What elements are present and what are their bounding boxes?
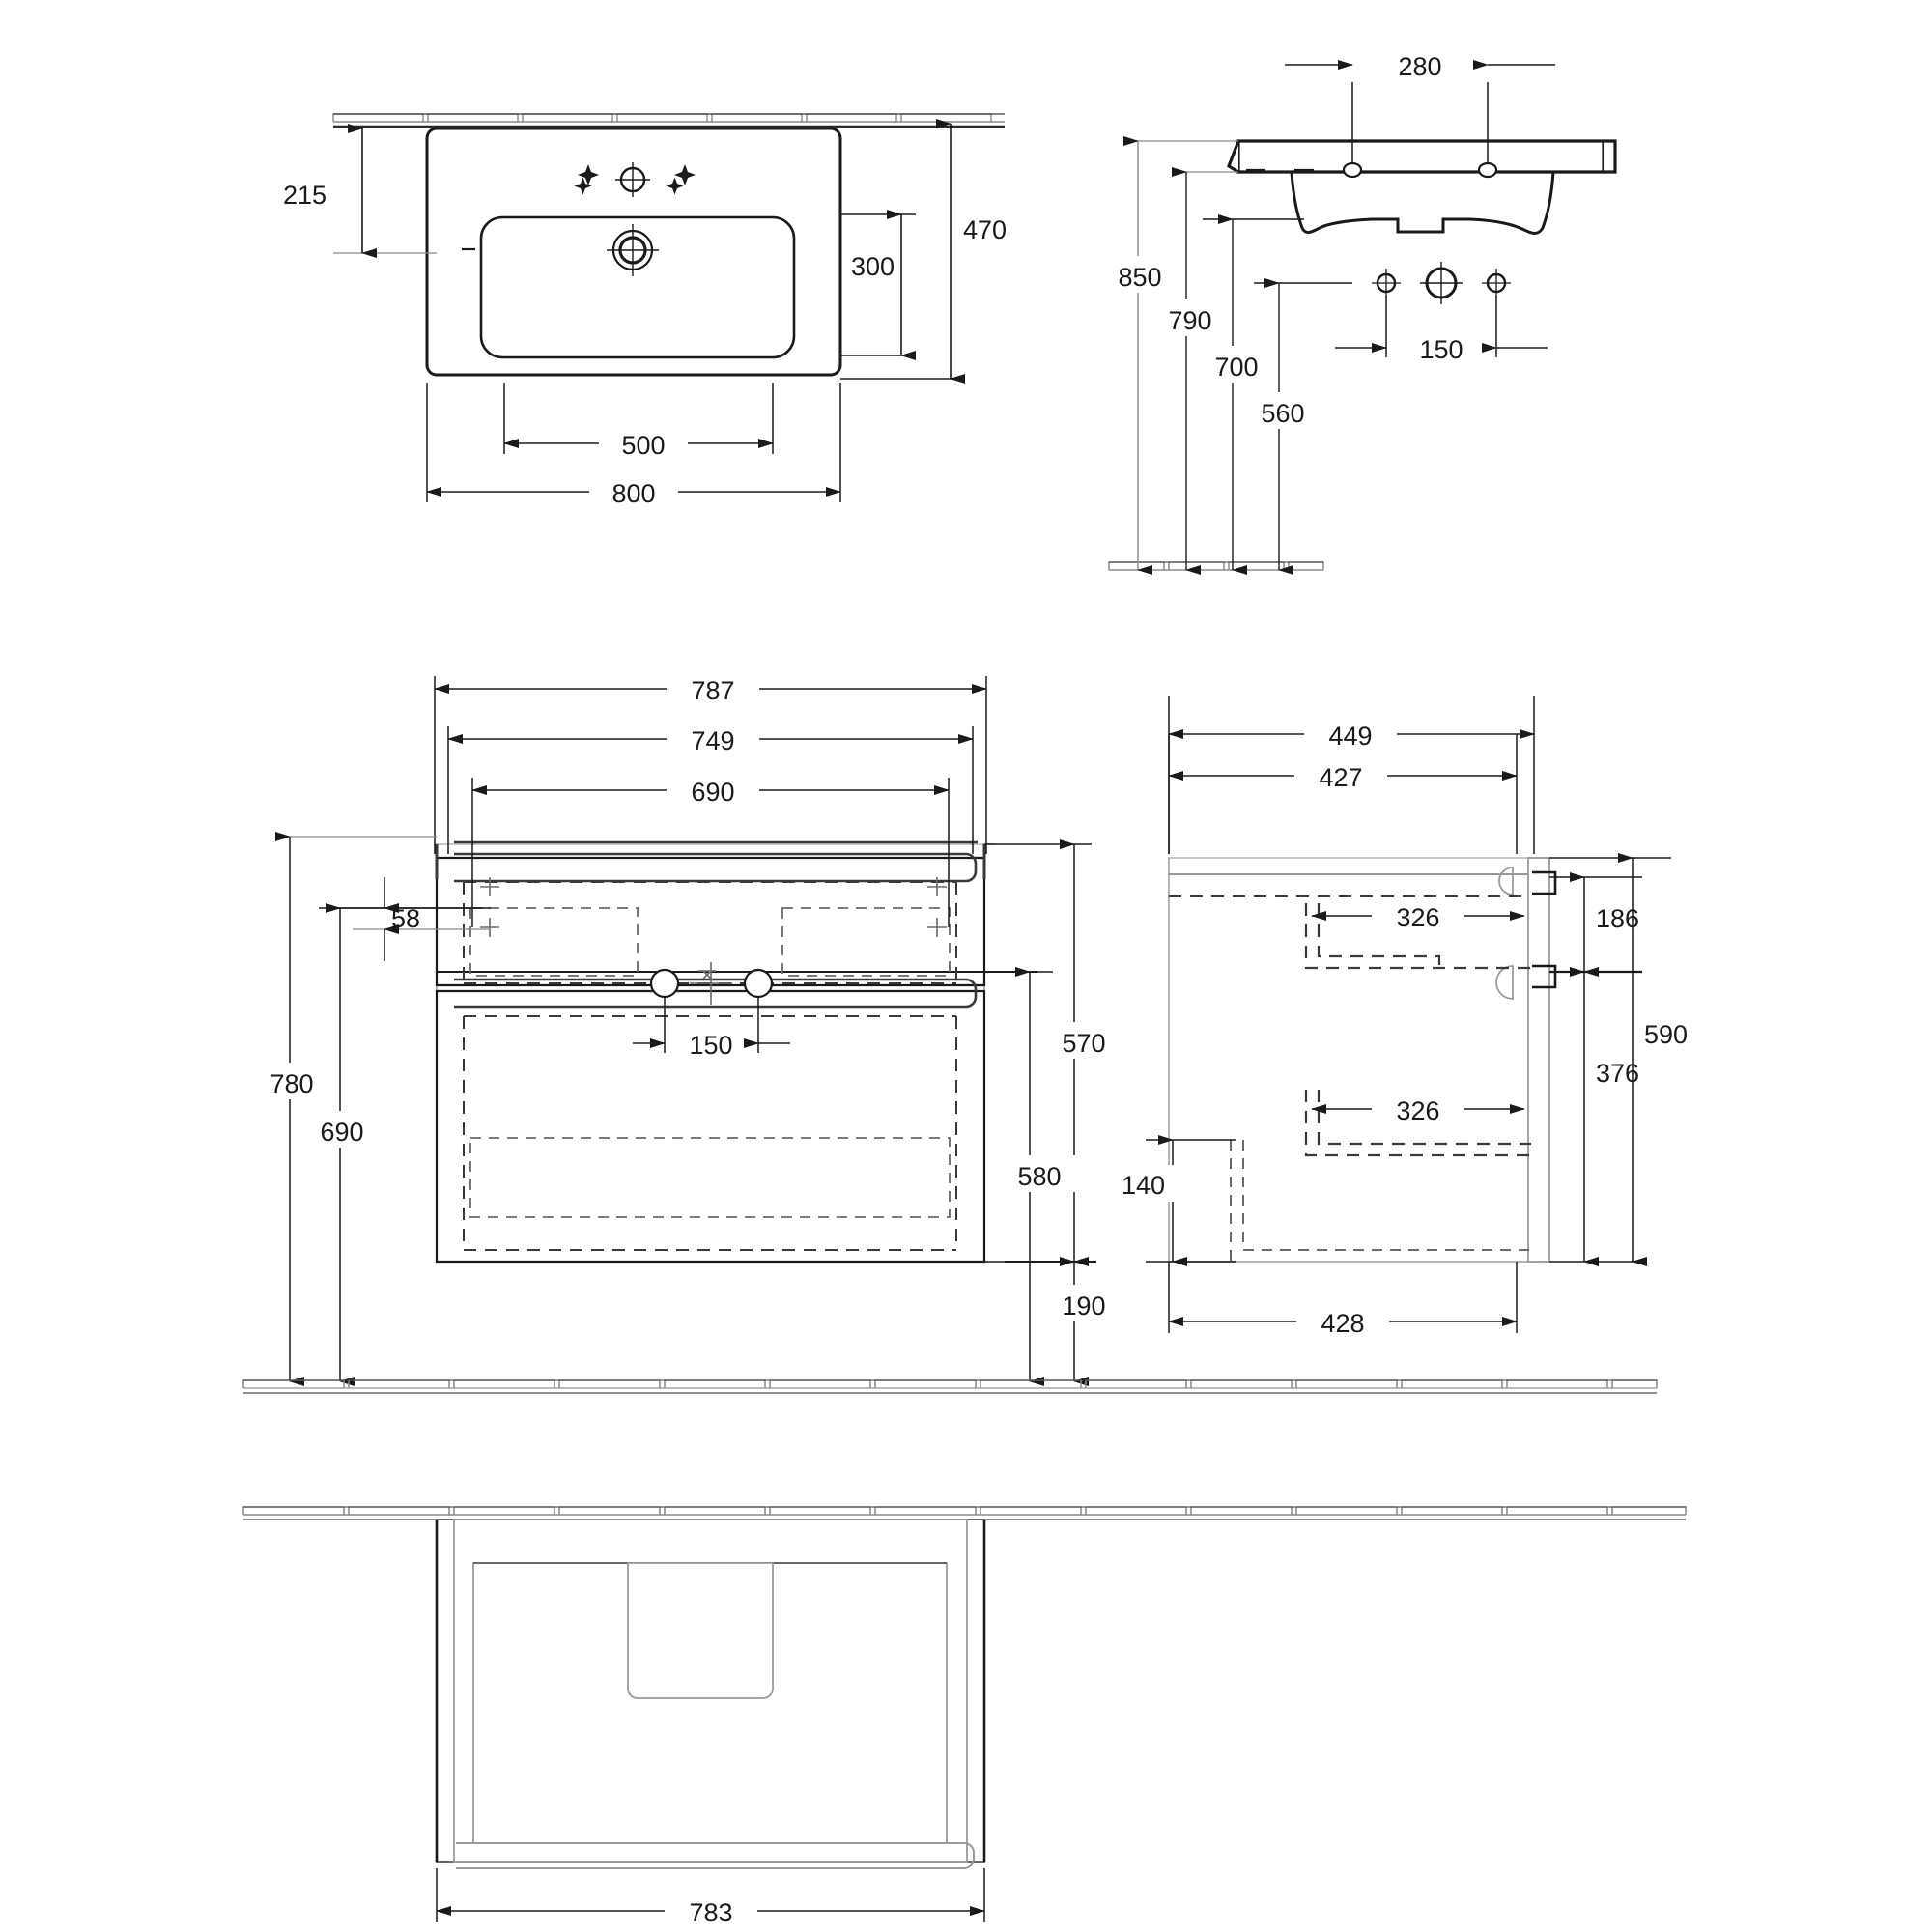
dimension-780: 780 (253, 832, 437, 1386)
dimension-449-label: 449 (1328, 722, 1372, 751)
dimension-215-label: 215 (283, 181, 327, 210)
dimension-190-label: 190 (1062, 1292, 1105, 1321)
dimension-140: 140 (1101, 1135, 1236, 1266)
dimension-150-unit: 150 (633, 997, 790, 1060)
dimension-280: 280 (1285, 52, 1555, 162)
floor-tiles-middle (242, 1379, 1658, 1394)
unit-front-hidden-edges (463, 881, 957, 1251)
dimension-427-label: 427 (1319, 763, 1362, 792)
unit-side-handle-upper (1532, 870, 1557, 895)
dimension-150-basin-label: 150 (1419, 335, 1463, 364)
unit-front-drawer-boxes (469, 907, 951, 1218)
unit-side-carcass (1168, 857, 1532, 1263)
dimension-449: 449 (1168, 696, 1535, 854)
dimension-326-upper-label: 326 (1396, 903, 1439, 932)
wall-fixing-hole-centre (1420, 262, 1463, 304)
dimension-783: 783 (436, 1868, 985, 1930)
dimension-470: 470 (840, 119, 1007, 384)
unit-plan-basin-projection (627, 1562, 774, 1699)
unit-side-drawer-upper-box (1304, 903, 1531, 970)
dimension-470-label: 470 (963, 215, 1007, 244)
basin-tap-hole-left (574, 164, 599, 195)
dimension-280-label: 280 (1398, 52, 1441, 81)
basin-section-top-slab (1236, 139, 1605, 174)
dimension-427: 427 (1168, 734, 1518, 854)
dimension-326-upper: 326 (1311, 898, 1525, 935)
unit-front-handle-upper (454, 852, 978, 883)
basin-section-left-edge (1227, 140, 1240, 174)
wall-fixing-holes (1372, 262, 1511, 304)
dimension-780-label: 780 (270, 1069, 313, 1098)
dimension-800: 800 (426, 383, 841, 508)
basin-tap-hole-centre (615, 162, 650, 197)
basin-section-tap-hole-left (1342, 161, 1363, 179)
dimension-326-lower: 326 (1311, 1092, 1525, 1128)
dimension-300-label: 300 (851, 252, 895, 281)
unit-side-handle-upper-back (1498, 867, 1514, 895)
unit-front-drawer-upper (435, 856, 986, 987)
basin-drain (607, 224, 659, 276)
dimension-560-label: 560 (1261, 399, 1304, 428)
dimension-500-label: 500 (621, 431, 665, 460)
dimension-150-unit-label: 150 (689, 1031, 732, 1060)
dimension-570-label: 570 (1062, 1029, 1105, 1058)
dimension-560: 560 (1244, 278, 1352, 575)
basin-section-underside (1290, 171, 1555, 235)
dimension-700-label: 700 (1214, 353, 1258, 382)
unit-front-handle-upper-ends (435, 844, 986, 879)
dimension-590-label: 590 (1644, 1020, 1688, 1049)
dimension-783-label: 783 (689, 1898, 732, 1927)
dimension-749-label: 749 (691, 726, 734, 755)
wall-fixing-hole-left (1372, 269, 1401, 298)
basin-section-right-edge (1604, 139, 1617, 174)
dimension-580-label: 580 (1017, 1162, 1061, 1191)
dimension-580: 580 (984, 967, 1092, 1386)
unit-plan-handle-rail (456, 1842, 975, 1869)
unit-side-plinth (1230, 1140, 1531, 1262)
dimension-150-basin: 150 (1335, 296, 1548, 364)
dimension-428: 428 (1168, 1262, 1518, 1341)
basin-tap-hole-right (666, 164, 696, 195)
dimension-590: 590 (1549, 853, 1718, 1266)
dimension-850: 850 (1101, 136, 1238, 575)
view-unit-front (435, 840, 1037, 1264)
dimension-300: 300 (840, 210, 916, 360)
unit-side-front-panel (1527, 857, 1550, 1263)
dimension-690-width-label: 690 (691, 778, 734, 807)
dimension-749: 749 (447, 721, 974, 854)
tiles-top-left (332, 113, 1005, 123)
unit-side-drawer-lower-box (1304, 1090, 1531, 1157)
dimension-58-label: 58 (391, 904, 420, 933)
dimension-140-label: 140 (1122, 1171, 1165, 1200)
dimension-428-label: 428 (1321, 1309, 1364, 1338)
unit-side-handle-lower (1532, 964, 1557, 989)
view-basin-plan (425, 127, 842, 377)
dimension-190: 190 (1005, 1257, 1122, 1386)
dimension-500: 500 (503, 383, 774, 460)
view-unit-side (1168, 857, 1557, 1263)
dimension-326-lower-label: 326 (1396, 1096, 1439, 1125)
dimension-570: 570 (984, 839, 1122, 1266)
dimension-690-height-label: 690 (320, 1118, 363, 1147)
dimension-790: 790 (1151, 167, 1238, 575)
dimension-690-width: 690 (471, 772, 950, 927)
dimension-690-height: 690 (303, 903, 483, 1386)
dimension-790-label: 790 (1168, 306, 1211, 335)
view-unit-plan (435, 1519, 986, 1869)
wall-fixing-hole-right (1482, 269, 1511, 298)
basin-bowl-recess (479, 215, 796, 359)
dimension-700: 700 (1198, 214, 1304, 575)
dimension-850-label: 850 (1118, 263, 1161, 292)
unit-front-handle-lower (454, 978, 978, 1009)
dimension-215: 215 (283, 124, 437, 258)
dimension-800-label: 800 (611, 479, 655, 508)
unit-front-centre-marks (480, 877, 947, 937)
view-basin-section (1227, 139, 1617, 235)
dimension-787: 787 (434, 670, 987, 854)
dimension-787-label: 787 (691, 676, 734, 705)
basin-section-tap-hole-right (1477, 161, 1498, 179)
